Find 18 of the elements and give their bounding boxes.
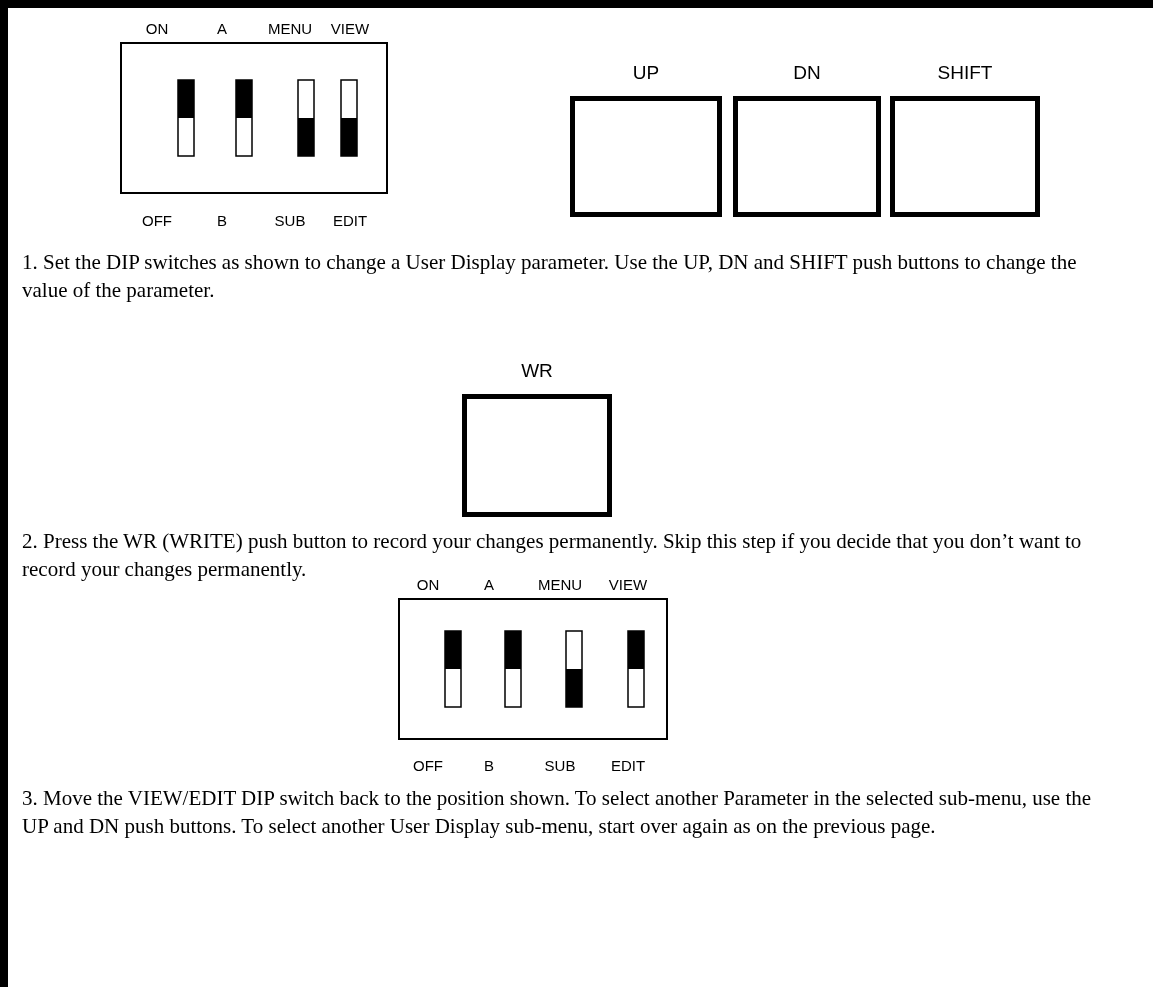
switch-label: EDIT: [332, 212, 368, 229]
switch-label: VIEW: [330, 20, 370, 37]
button-label: DN: [792, 62, 822, 84]
instruction-text: 1. Set the DIP switches as shown to change a User Display parameter. Use the UP, DN and SHIFT push buttons to change the value of the parameter.: [22, 249, 1078, 304]
instruction-text: 3. Move the VIEW/EDIT DIP switch back to the position shown. To select another Parameter in the selected sub-menu, use the UP and DN push buttons. To select another User Display sub-menu, start over again as on the previous page.: [22, 785, 1093, 840]
switch-label: B: [217, 212, 227, 229]
switch-label: SUB: [274, 212, 306, 229]
switch-label: MENU: [267, 20, 313, 37]
button-label: SHIFT: [936, 62, 994, 84]
switch-label: B: [484, 757, 494, 774]
switch-label: A: [217, 20, 227, 37]
switch-label: OFF: [413, 757, 443, 774]
switch-label: SUB: [544, 757, 576, 774]
switch-label: ON: [145, 20, 169, 37]
switch-label: OFF: [142, 212, 172, 229]
button-label: WR: [520, 360, 554, 382]
button-label: UP: [631, 62, 661, 84]
switch-label: EDIT: [610, 757, 646, 774]
